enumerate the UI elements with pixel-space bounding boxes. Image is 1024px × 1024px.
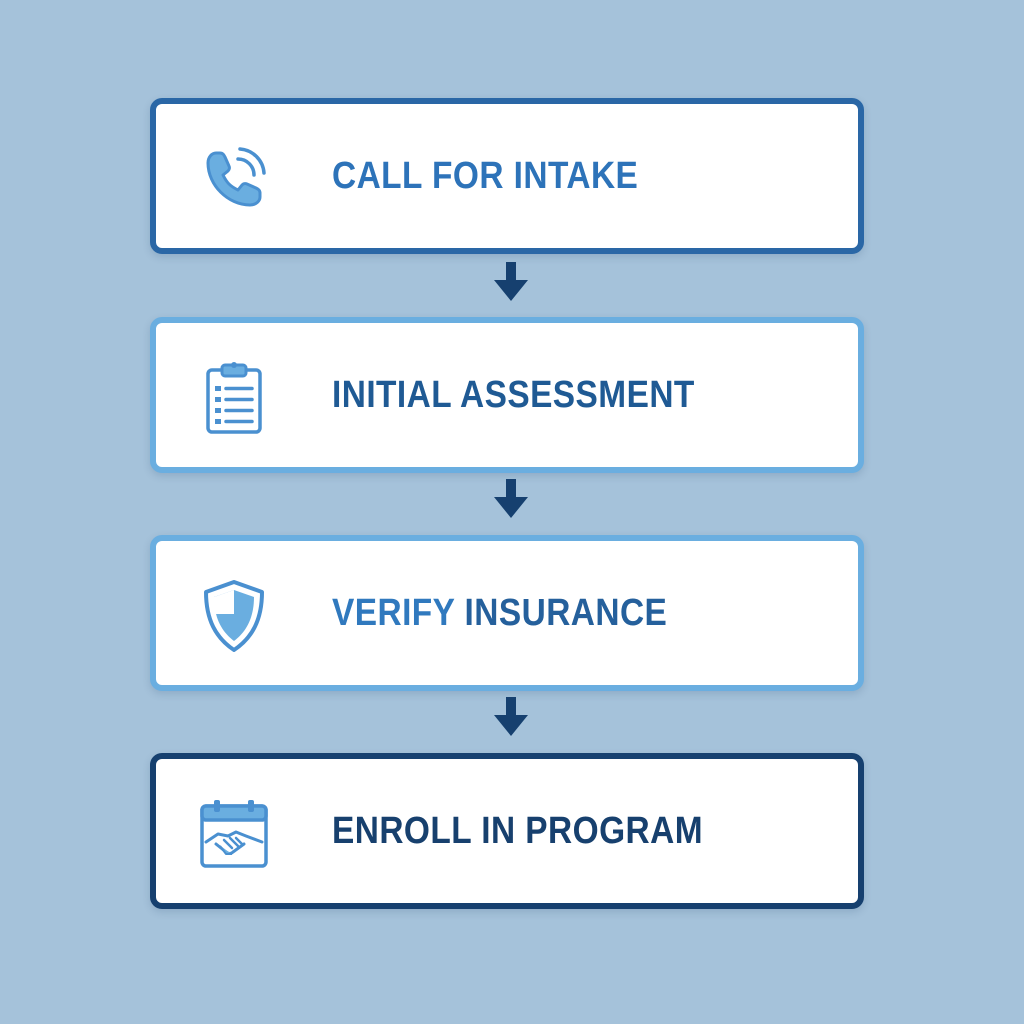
step-label: VERIFY INSURANCE <box>332 541 667 685</box>
step-label: CALL FOR INTAKE <box>332 155 639 197</box>
step-label: INITIAL ASSESSMENT <box>332 374 695 416</box>
phone-icon <box>198 143 270 215</box>
down-arrow-icon <box>493 479 529 519</box>
step-call-for-intake: CALL FOR INTAKE <box>150 98 864 254</box>
down-arrow-icon <box>493 697 529 737</box>
step-label-part2: INSURANCE <box>464 592 668 634</box>
step-verify-insurance: VERIFY INSURANCE <box>150 535 864 691</box>
calendar-handshake-icon <box>198 798 270 870</box>
step-initial-assessment: INITIAL ASSESSMENT <box>150 317 864 473</box>
step-label: ENROLL IN PROGRAM <box>332 810 704 852</box>
step-enroll-in-program: ENROLL IN PROGRAM <box>150 753 864 909</box>
clipboard-checklist-icon <box>198 362 270 434</box>
shield-icon <box>198 580 270 652</box>
step-label-part1: VERIFY <box>332 592 465 634</box>
down-arrow-icon <box>493 262 529 302</box>
